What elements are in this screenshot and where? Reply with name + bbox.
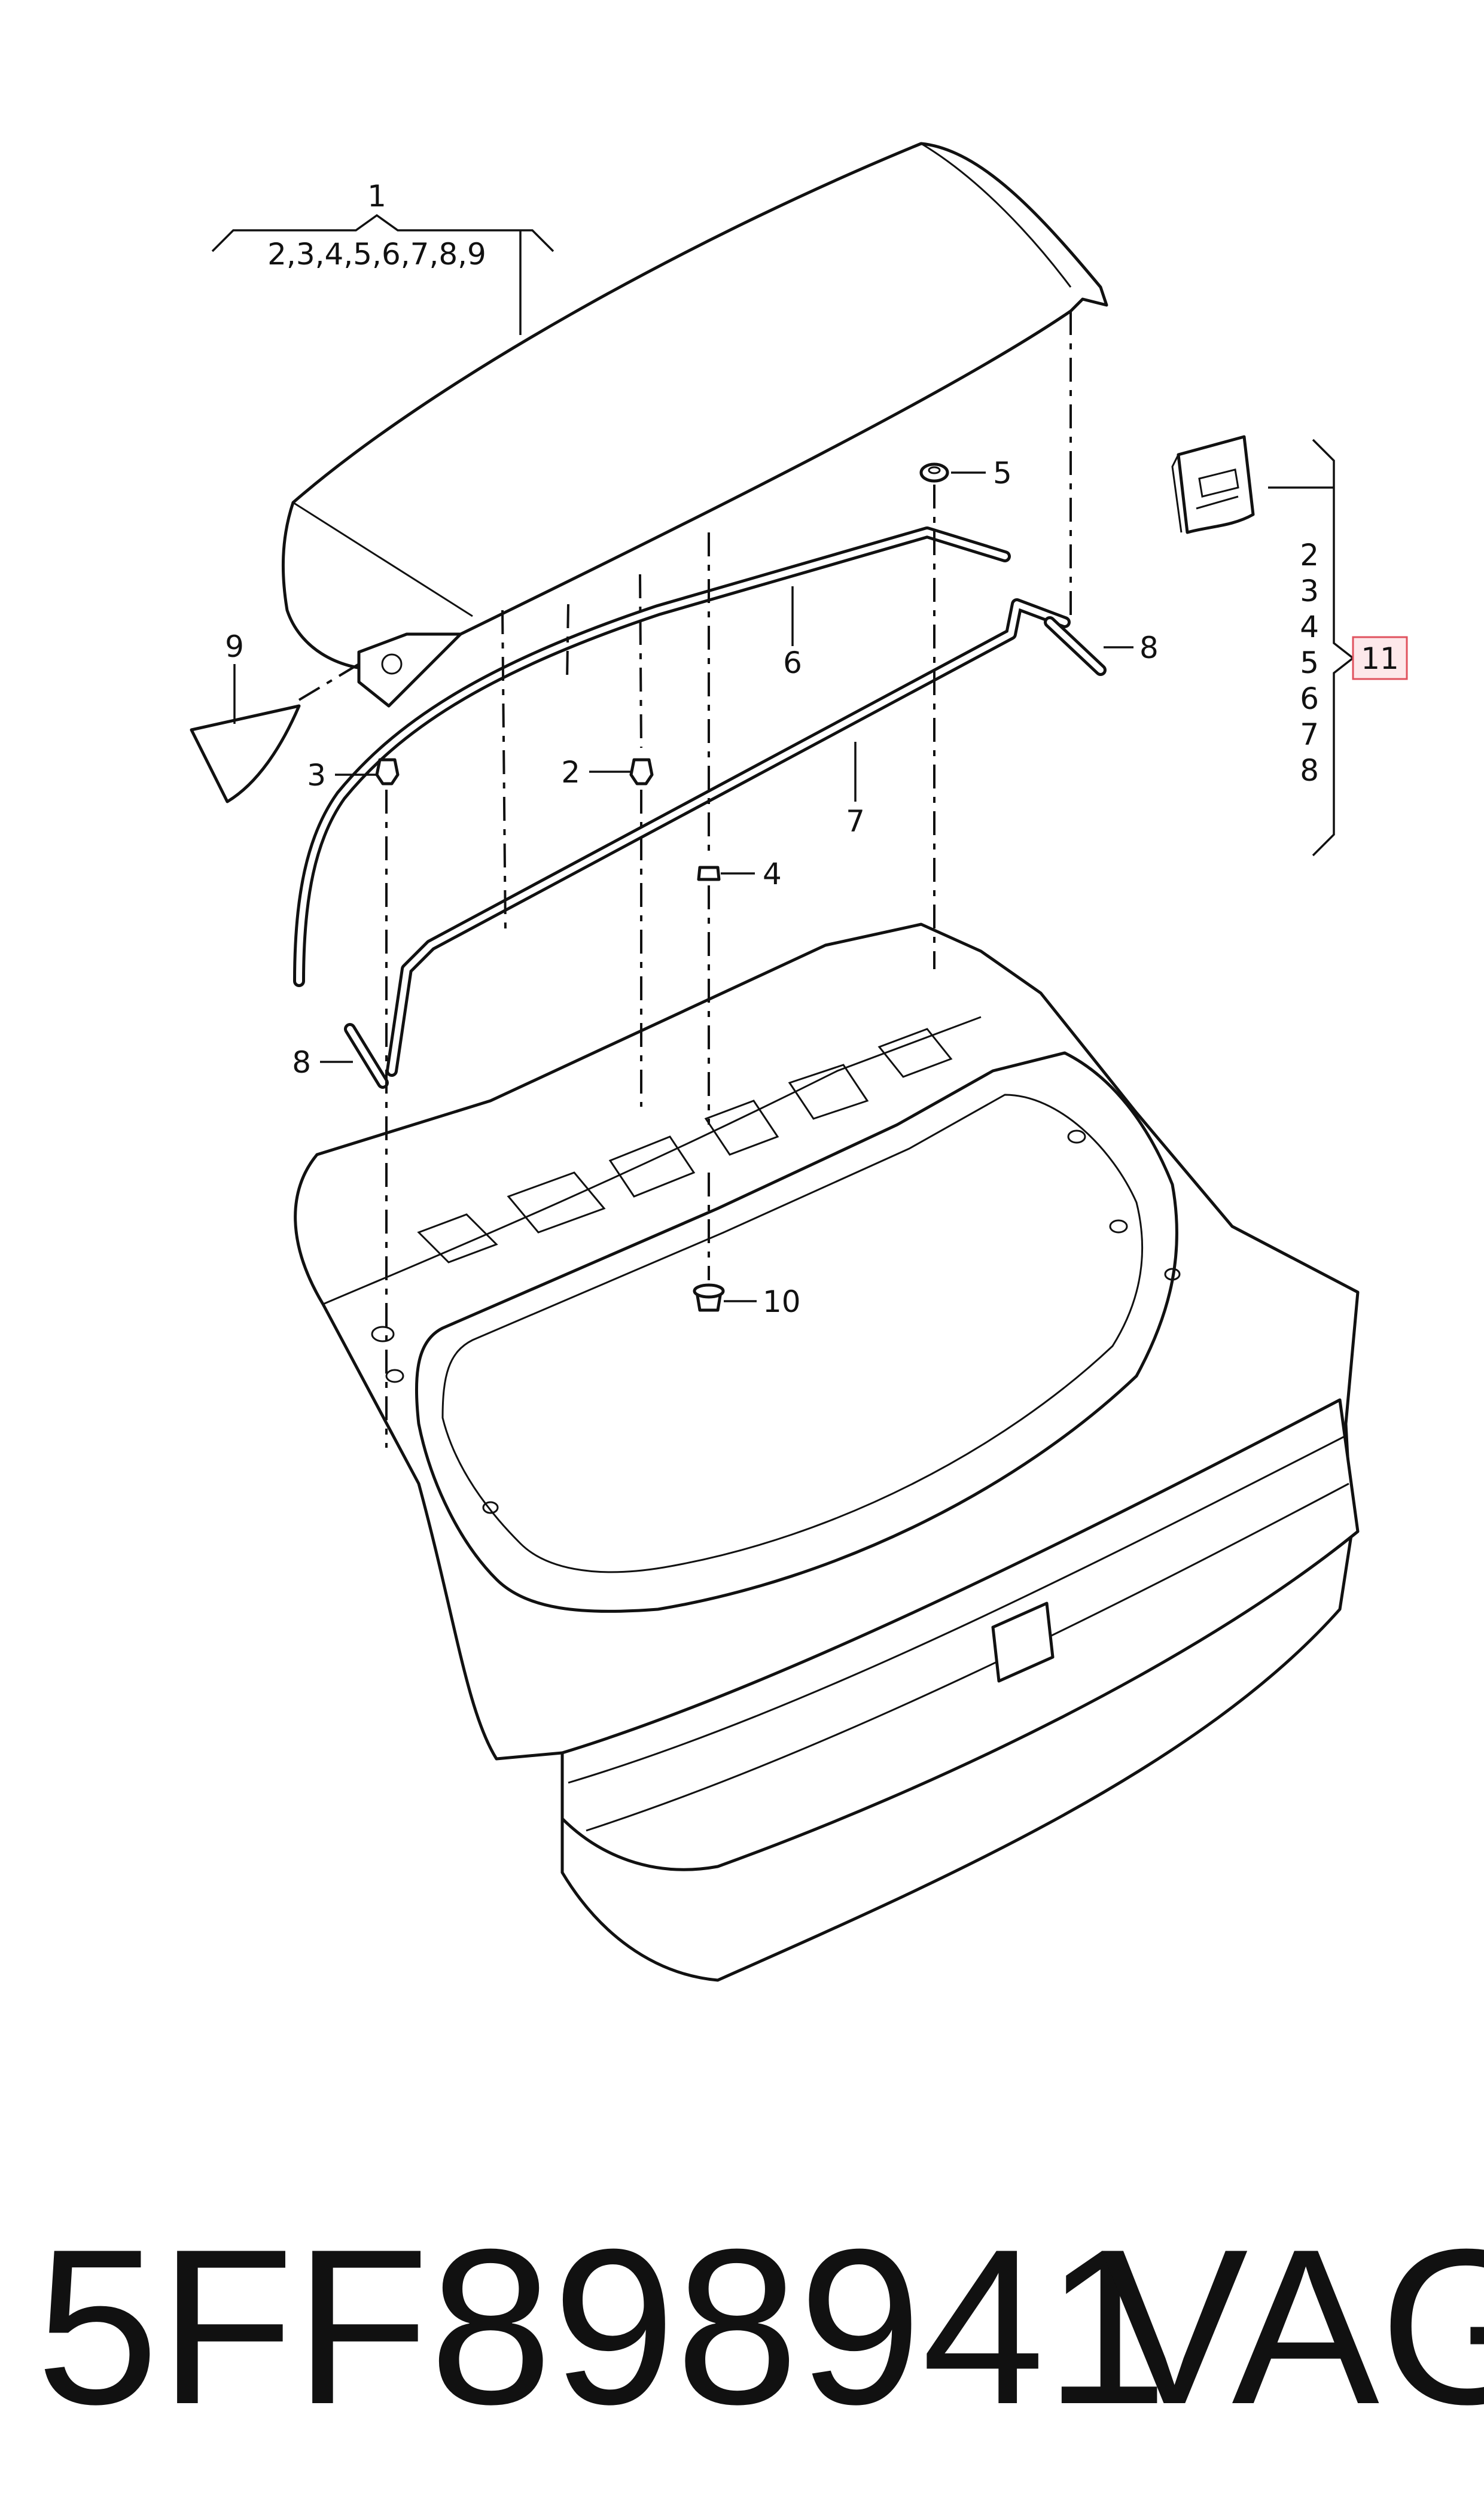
brand-label: VAG bbox=[1101, 2203, 1484, 2450]
exploded-parts-diagram: 1 2,3,4,5,6,7,8,9 9 6 7 3 2 4 5 10 8 8 2… bbox=[190, 142, 1408, 1982]
callout-3: 3 bbox=[307, 758, 326, 793]
callout-5: 5 bbox=[993, 456, 1012, 491]
callout-11: 11 bbox=[1361, 641, 1399, 676]
callout-4: 4 bbox=[763, 857, 782, 891]
seal-strip-lower bbox=[386, 598, 1071, 1077]
callout-1: 1 bbox=[367, 179, 386, 214]
callout-1-contents: 2,3,4,5,6,7,8,9 bbox=[267, 237, 486, 272]
kit-list-item: 6 bbox=[1300, 681, 1319, 716]
kit-list-item: 8 bbox=[1300, 753, 1319, 788]
kit-list-item: 4 bbox=[1300, 610, 1319, 644]
callout-2: 2 bbox=[561, 755, 580, 790]
callout-10: 10 bbox=[763, 1284, 801, 1319]
callout-8-right: 8 bbox=[1139, 631, 1159, 665]
callout-8-left: 8 bbox=[292, 1045, 311, 1080]
kit-list-item: 5 bbox=[1300, 646, 1319, 680]
fasteners bbox=[375, 462, 949, 1312]
callout-7: 7 bbox=[846, 804, 865, 839]
callout-6: 6 bbox=[783, 646, 802, 680]
seal-strip-upper bbox=[293, 526, 1011, 987]
kit-list-item: 7 bbox=[1300, 717, 1319, 752]
assembly-lines bbox=[298, 311, 1072, 1448]
part-number: 5FF898941 bbox=[36, 2203, 1168, 2450]
tailgate bbox=[294, 922, 1360, 1982]
side-trim-cap bbox=[190, 704, 301, 803]
callout-9: 9 bbox=[225, 629, 244, 664]
kit-list-item: 2 bbox=[1300, 538, 1319, 573]
end-piece-8 bbox=[344, 616, 1107, 1089]
callout-11-highlight bbox=[1352, 636, 1408, 680]
rear-spoiler bbox=[281, 142, 1108, 708]
kit-bag-icon bbox=[1171, 435, 1255, 534]
kit-list-item: 3 bbox=[1300, 574, 1319, 608]
